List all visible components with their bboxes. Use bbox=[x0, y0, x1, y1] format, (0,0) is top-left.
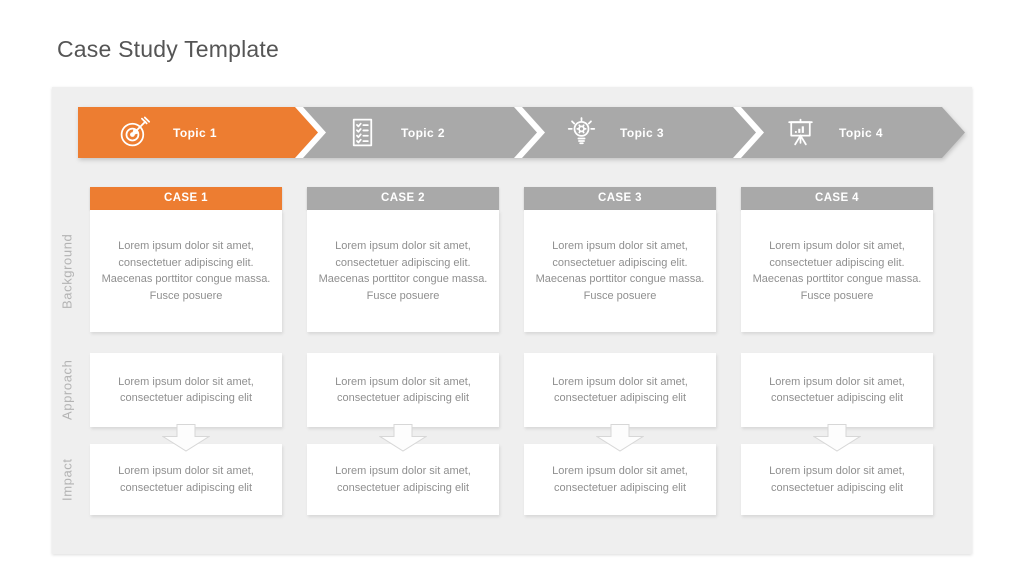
process-bar: Topic 1 Topic 2 bbox=[78, 107, 967, 158]
approach-card: Lorem ipsum dolor sit amet, consectetuer… bbox=[741, 353, 933, 427]
topic-label: Topic 1 bbox=[173, 125, 217, 140]
impact-card: Lorem ipsum dolor sit amet, consectetuer… bbox=[741, 444, 933, 515]
case-column-1: CASE 1 Lorem ipsum dolor sit amet, conse… bbox=[90, 187, 282, 517]
presentation-chart-icon bbox=[788, 118, 813, 146]
background-card: Lorem ipsum dolor sit amet, consectetuer… bbox=[524, 210, 716, 332]
row-label-approach: Approach bbox=[59, 359, 75, 421]
case-header: CASE 4 bbox=[741, 187, 933, 210]
case-column-4: CASE 4 Lorem ipsum dolor sit amet, conse… bbox=[741, 187, 933, 517]
page-title: Case Study Template bbox=[57, 36, 279, 62]
process-step-topic-1: Topic 1 bbox=[102, 107, 302, 158]
case-column-3: CASE 3 Lorem ipsum dolor sit amet, conse… bbox=[524, 187, 716, 517]
case-header: CASE 1 bbox=[90, 187, 282, 210]
case-header: CASE 2 bbox=[307, 187, 499, 210]
content-panel: Topic 1 Topic 2 bbox=[52, 87, 972, 554]
process-step-topic-3: Topic 3 bbox=[549, 107, 749, 158]
idea-bulb-gear-icon bbox=[567, 117, 596, 145]
row-label-background: Background bbox=[59, 233, 75, 309]
down-arrow-icon bbox=[379, 424, 427, 452]
impact-card: Lorem ipsum dolor sit amet, consectetuer… bbox=[90, 444, 282, 515]
topic-label: Topic 4 bbox=[839, 125, 883, 140]
approach-card: Lorem ipsum dolor sit amet, consectetuer… bbox=[90, 353, 282, 427]
impact-card: Lorem ipsum dolor sit amet, consectetuer… bbox=[307, 444, 499, 515]
approach-card: Lorem ipsum dolor sit amet, consectetuer… bbox=[524, 353, 716, 427]
down-arrow-icon bbox=[813, 424, 861, 452]
target-dart-icon bbox=[120, 116, 151, 147]
process-step-topic-4: Topic 4 bbox=[768, 107, 968, 158]
process-step-topic-2: Topic 2 bbox=[330, 107, 530, 158]
down-arrow-icon bbox=[162, 424, 210, 452]
case-column-2: CASE 2 Lorem ipsum dolor sit amet, conse… bbox=[307, 187, 499, 517]
background-card: Lorem ipsum dolor sit amet, consectetuer… bbox=[307, 210, 499, 332]
topic-label: Topic 3 bbox=[620, 125, 664, 140]
row-label-impact: Impact bbox=[59, 458, 75, 501]
topic-label: Topic 2 bbox=[401, 125, 445, 140]
background-card: Lorem ipsum dolor sit amet, consectetuer… bbox=[90, 210, 282, 332]
checklist-icon bbox=[352, 118, 373, 147]
case-header: CASE 3 bbox=[524, 187, 716, 210]
approach-card: Lorem ipsum dolor sit amet, consectetuer… bbox=[307, 353, 499, 427]
background-card: Lorem ipsum dolor sit amet, consectetuer… bbox=[741, 210, 933, 332]
down-arrow-icon bbox=[596, 424, 644, 452]
impact-card: Lorem ipsum dolor sit amet, consectetuer… bbox=[524, 444, 716, 515]
